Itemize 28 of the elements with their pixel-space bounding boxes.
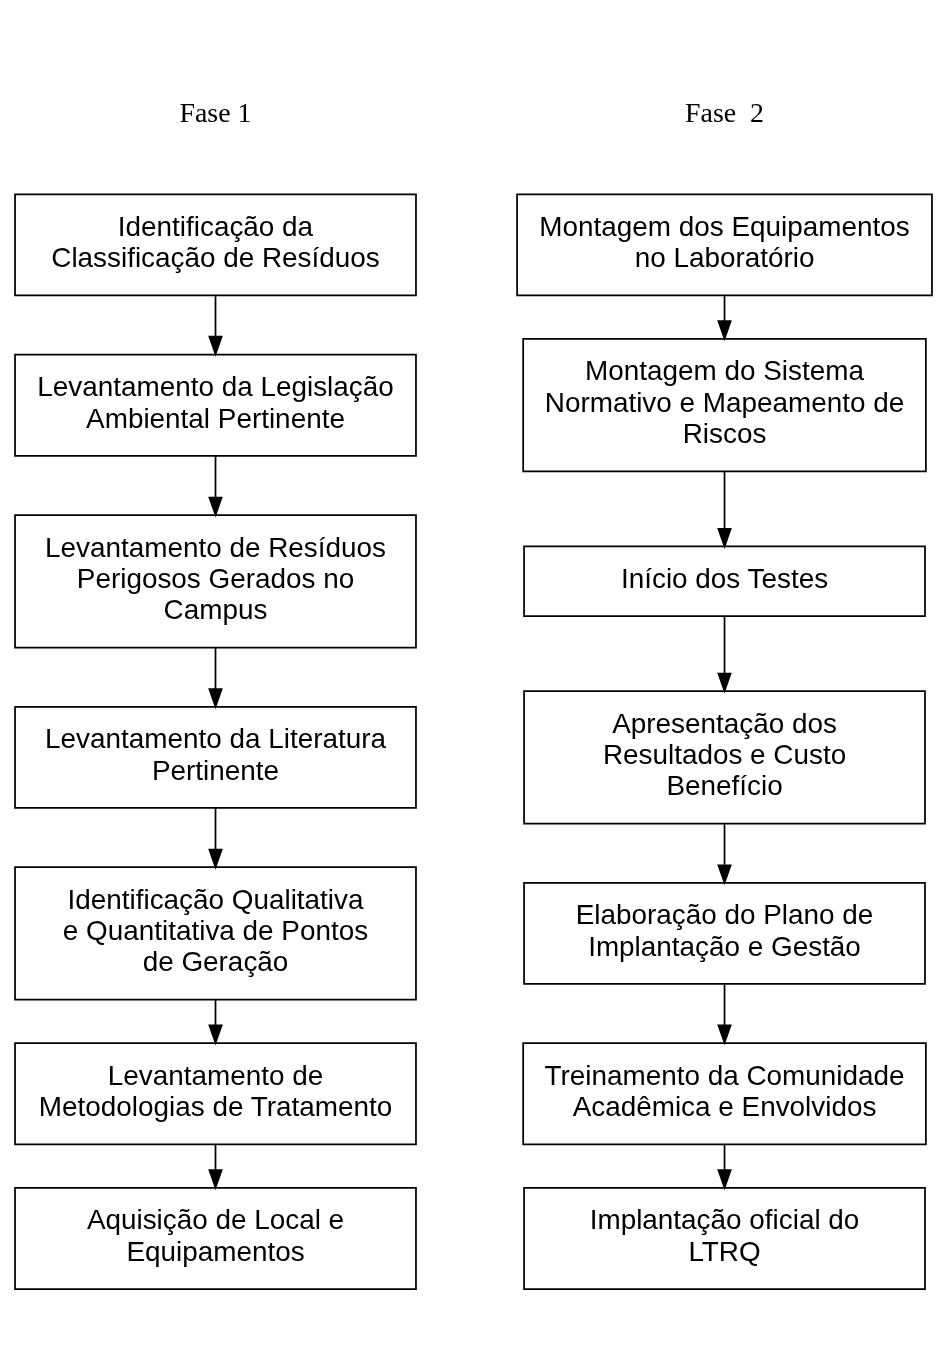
label: Fase 2 xyxy=(685,96,765,128)
node-box: Aquisição de Local e Equipamentos xyxy=(14,1186,417,1290)
arrow xyxy=(717,294,732,341)
arrow xyxy=(208,1143,223,1190)
node-box: Elaboração do Plano de Implantação e Gestão xyxy=(523,881,926,985)
node-box: Levantamento da Literatura Pertinente xyxy=(14,705,417,809)
arrow xyxy=(717,1143,732,1190)
node-box: Montagem dos Equipamentos no Laboratório xyxy=(516,192,933,296)
label: Fase 1 xyxy=(179,96,252,128)
arrow xyxy=(208,646,223,709)
arrow xyxy=(717,470,732,549)
node-box: Implantação oficial do LTRQ xyxy=(523,1186,926,1290)
node-box: Levantamento de Metodologias de Tratamento xyxy=(14,1041,417,1145)
node-box: Levantamento da Legislação Ambiental Pertinente xyxy=(14,353,417,457)
node-box: Treinamento da Comunidade Acadêmica e Envolvidos xyxy=(522,1041,927,1145)
arrow xyxy=(208,806,223,870)
node-box: Montagem do Sistema Normativo e Mapeamento de Riscos xyxy=(522,337,927,472)
arrow xyxy=(717,614,732,694)
node-box: Levantamento de Resíduos Perigosos Gerados no Campus xyxy=(14,513,417,648)
arrow xyxy=(717,822,732,885)
node-box: Apresentação dos Resultados e Custo Benefício xyxy=(523,689,926,824)
arrow xyxy=(208,998,223,1045)
arrow xyxy=(717,983,732,1045)
node-box: Identificação da Classificação de Resíduos xyxy=(14,192,417,296)
arrow xyxy=(208,294,223,357)
node-box: Identificação Qualitativa e Quantitativa de Pontos de Geração xyxy=(14,865,417,1000)
arrow xyxy=(208,454,223,518)
node-box: Início dos Testes xyxy=(523,545,926,617)
